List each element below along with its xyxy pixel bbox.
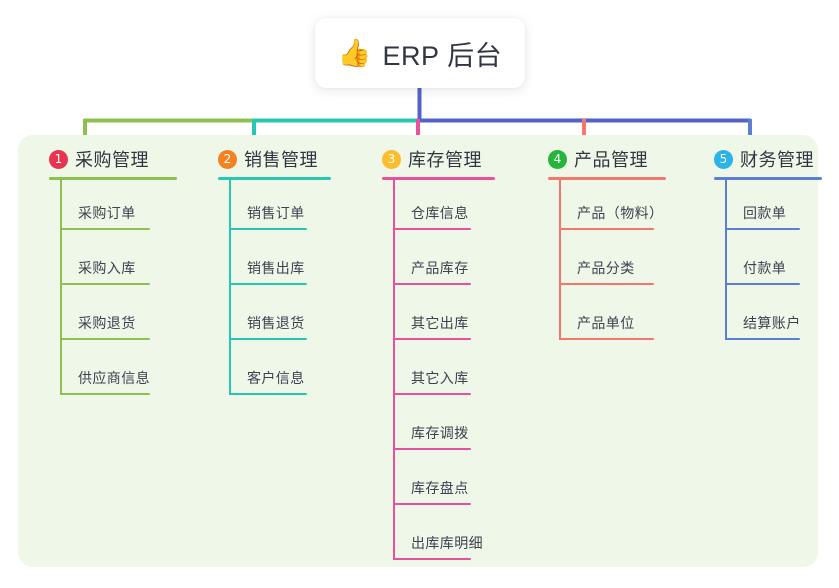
branch-rule-4 [548,177,666,180]
leaf-rule [725,228,800,230]
leaf-item[interactable]: 销售订单 [229,200,347,230]
leaf-label: 销售退货 [247,315,305,331]
leaf-item[interactable]: 回款单 [725,200,839,230]
leaf-label: 库存盘点 [411,480,469,496]
leaf-label: 产品单位 [577,315,635,331]
branch-header-3[interactable]: 3 库存管理 [382,146,482,172]
leaf-label: 产品库存 [411,260,469,276]
leaf-label: 销售订单 [247,205,305,221]
branch-title-2: 销售管理 [244,150,318,170]
leaf-label: 产品分类 [577,260,635,276]
leaf-rule [229,338,307,340]
branch-spine-2 [229,180,231,395]
leaf-label: 供应商信息 [78,370,150,386]
leaf-label: 出库库明细 [411,535,483,551]
branch-title-3: 库存管理 [408,150,482,170]
leaf-label: 销售出库 [247,260,305,276]
branch-badge-4: 4 [548,149,567,169]
leaf-rule [559,228,654,230]
leaf-item[interactable]: 其它出库 [393,310,511,340]
leaf-item[interactable]: 出库库明细 [393,530,511,560]
branch-rule-3 [382,177,495,180]
root-node[interactable]: 👍 ERP 后台 [315,18,525,88]
leaf-item[interactable]: 库存调拨 [393,420,511,450]
leaf-rule [725,283,800,285]
leaf-item[interactable]: 销售退货 [229,310,347,340]
leaf-rule [229,228,307,230]
branch-header-4[interactable]: 4 产品管理 [548,146,648,172]
leaf-rule [60,228,150,230]
leaf-item[interactable]: 采购入库 [60,255,190,285]
branch-header-2[interactable]: 2 销售管理 [218,146,318,172]
leaf-item[interactable]: 产品分类 [559,255,694,285]
branch-spine-4 [559,180,561,340]
leaf-label: 仓库信息 [411,205,469,221]
leaf-item[interactable]: 供应商信息 [60,365,190,395]
leaf-rule [393,393,471,395]
leaf-label: 其它入库 [411,370,469,386]
leaf-rule [559,338,654,340]
branch-panel: 1 采购管理采购订单采购入库采购退货供应商信息 2 销售管理销售订单销售出库销售退货客… [18,135,822,567]
leaf-rule [559,283,654,285]
leaf-label: 产品（物料） [577,205,664,221]
leaf-rule [393,448,471,450]
branch-title-5: 财务管理 [740,150,814,170]
leaf-label: 采购入库 [78,260,136,276]
leaf-rule [60,283,150,285]
leaf-rule [229,393,307,395]
thumbs-up-icon: 👍 [337,37,372,69]
leaf-item[interactable]: 仓库信息 [393,200,511,230]
leaf-item[interactable]: 结算账户 [725,310,839,340]
branch-rule-1 [49,177,177,180]
leaf-rule [393,228,471,230]
leaf-label: 采购退货 [78,315,136,331]
leaf-item[interactable]: 产品（物料） [559,200,694,230]
leaf-item[interactable]: 产品库存 [393,255,511,285]
leaf-label: 结算账户 [743,315,801,331]
leaf-item[interactable]: 采购订单 [60,200,190,230]
leaf-item[interactable]: 销售出库 [229,255,347,285]
branch-badge-2: 2 [218,149,237,169]
branch-spine-5 [725,180,727,340]
leaf-rule [393,338,471,340]
leaf-label: 回款单 [743,205,787,221]
branch-badge-5: 5 [714,149,733,169]
branch-rule-2 [218,177,331,180]
branch-spine-3 [393,180,395,560]
leaf-label: 采购订单 [78,205,136,221]
branch-title-1: 采购管理 [75,150,149,170]
leaf-item[interactable]: 产品单位 [559,310,694,340]
leaf-label: 付款单 [743,260,787,276]
leaf-label: 客户信息 [247,370,305,386]
leaf-rule [393,283,471,285]
branch-spine-1 [60,180,62,395]
branch-header-1[interactable]: 1 采购管理 [49,146,149,172]
leaf-item[interactable]: 库存盘点 [393,475,511,505]
leaf-rule [60,338,150,340]
branch-badge-3: 3 [382,149,401,169]
leaf-item[interactable]: 客户信息 [229,365,347,395]
leaf-rule [60,393,150,395]
leaf-rule [725,338,800,340]
branch-header-5[interactable]: 5 财务管理 [714,146,814,172]
leaf-label: 其它出库 [411,315,469,331]
leaf-item[interactable]: 其它入库 [393,365,511,395]
root-title: ERP 后台 [382,40,503,71]
branch-title-4: 产品管理 [574,150,648,170]
leaf-item[interactable]: 付款单 [725,255,839,285]
branch-rule-5 [714,177,822,180]
branch-badge-1: 1 [49,149,68,169]
leaf-label: 库存调拨 [411,425,469,441]
leaf-item[interactable]: 采购退货 [60,310,190,340]
leaf-rule [393,558,471,560]
leaf-rule [229,283,307,285]
leaf-rule [393,503,471,505]
